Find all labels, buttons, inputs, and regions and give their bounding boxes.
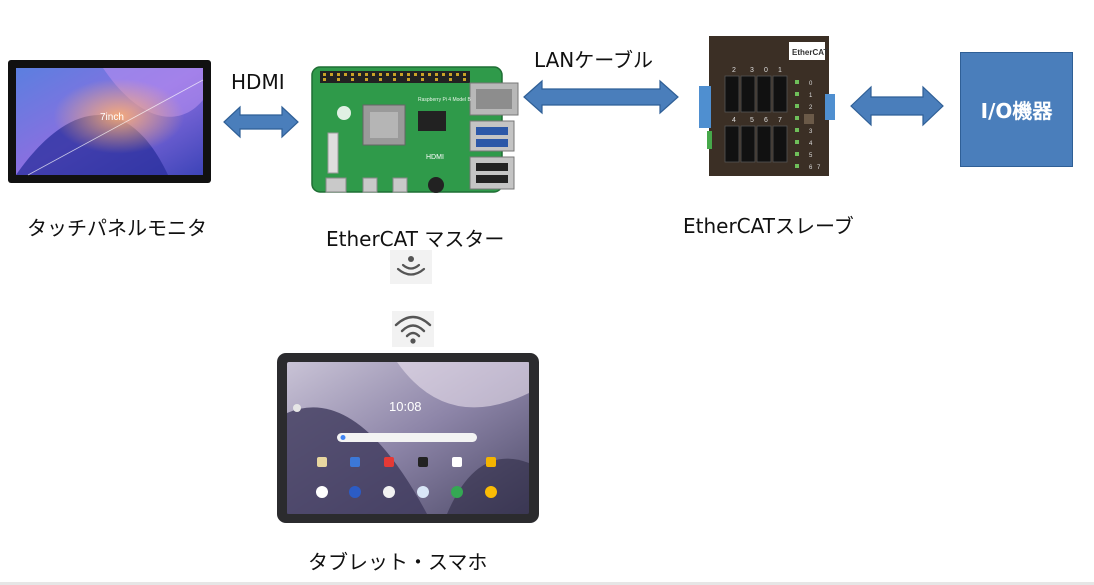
slave-device-image: EtherCAT 2 3 0 1 4 5 6 7 0 1 [699, 36, 835, 176]
ethercat-master-label: EtherCAT マスター [326, 227, 505, 251]
slave-num: 1 [778, 67, 782, 74]
slave-num: 0 [764, 67, 768, 74]
monitor-image: 7inch [8, 60, 211, 183]
tablet-clock: 10:08 [389, 399, 422, 414]
io-device-box: I/O機器 [960, 52, 1073, 167]
raspberry-pi-image: Raspberry Pi 4 Model B HDMI [311, 66, 519, 193]
slave-side-num: 2 [809, 105, 813, 111]
hdmi-label: HDMI [231, 70, 285, 94]
slave-side-num: 7 [817, 165, 821, 171]
touch-panel-monitor-label: タッチパネルモニタ [27, 216, 207, 240]
tablet-smartphone-label: タブレット・スマホ [308, 550, 488, 574]
ethercat-slave-device: EtherCAT 2 3 0 1 4 5 6 7 0 1 [697, 36, 837, 178]
ethercat-master-board: Raspberry Pi 4 Model B HDMI [308, 63, 520, 196]
monitor-screen-text: 7inch [100, 112, 124, 123]
board-hdmi-text: HDMI [426, 154, 444, 161]
slave-side-num: 4 [809, 141, 813, 147]
ethercat-slave-label: EtherCATスレーブ [683, 214, 854, 238]
io-device-label: I/O機器 [980, 99, 1053, 123]
slave-side-num: 3 [809, 129, 813, 135]
slave-side-num: 5 [809, 153, 813, 159]
hdmi-double-arrow [222, 105, 300, 139]
slave-side-num: 1 [809, 93, 813, 99]
slave-logo-text: EtherCAT [792, 48, 828, 57]
touch-panel-monitor: 7inch [8, 60, 211, 183]
slave-side-num: 6 [809, 165, 813, 171]
slave-num: 4 [732, 117, 736, 124]
slave-num: 6 [764, 117, 768, 124]
wifi-icon [392, 311, 434, 351]
lan-cable-label: LANケーブル [534, 48, 654, 72]
wireless-broadcast-icon [390, 250, 432, 288]
tablet-image: 10:08 [277, 353, 539, 523]
io-double-arrow [849, 85, 945, 127]
board-model-text: Raspberry Pi 4 Model B [418, 97, 471, 103]
slave-num: 3 [750, 67, 754, 74]
slave-num: 2 [732, 67, 736, 74]
slave-num: 7 [778, 117, 782, 124]
bottom-divider [0, 582, 1094, 585]
slave-side-num: 0 [809, 81, 813, 87]
slave-num: 5 [750, 117, 754, 124]
tablet-device: 10:08 [277, 353, 539, 523]
lan-double-arrow [522, 79, 680, 115]
